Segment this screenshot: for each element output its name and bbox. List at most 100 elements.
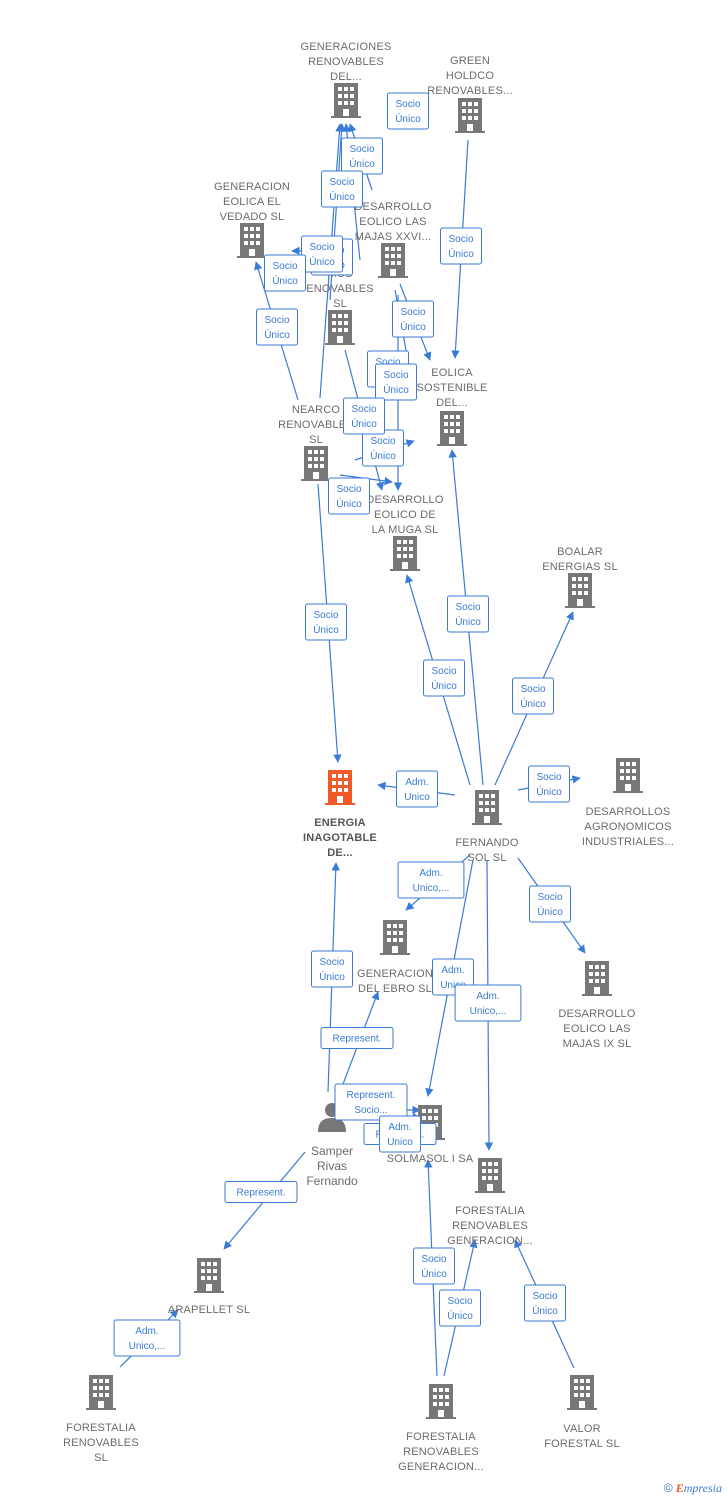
relation-label[interactable]: Represent.Socio... [334, 1083, 408, 1121]
relation-label-text: Unico [404, 792, 430, 803]
company-node[interactable]: MUSENOVABLESSL [306, 268, 374, 345]
node-label-line: DE... [327, 847, 352, 859]
node-label-line: ENERGIA [314, 817, 366, 829]
relation-label-box[interactable] [512, 677, 554, 715]
relation-label-box[interactable] [379, 1115, 421, 1153]
brand-footer[interactable]: © Empresia [664, 1481, 722, 1496]
relation-label-box[interactable] [375, 363, 417, 401]
relation-label[interactable]: Adm.Unico,... [397, 861, 465, 899]
relation-label-box[interactable] [529, 885, 571, 923]
company-node[interactable]: SOLMASOL I SA [387, 1105, 474, 1165]
relation-label-box[interactable] [387, 92, 429, 130]
relation-label-text: Único [329, 190, 355, 203]
relation-label-box[interactable] [256, 308, 298, 346]
edge-lines [119, 123, 586, 1377]
relation-label-box[interactable] [113, 1319, 181, 1357]
relation-label-box[interactable] [334, 1083, 408, 1121]
relation-label-box[interactable] [311, 950, 353, 988]
relation-label[interactable]: Adm.Unico [379, 1115, 421, 1153]
relation-label-text: Único [520, 697, 546, 710]
relation-label[interactable]: Represent. [224, 1181, 298, 1203]
relation-label-box[interactable] [524, 1284, 566, 1322]
relation-label-box[interactable] [264, 254, 306, 292]
relation-label[interactable]: Represent. [320, 1027, 394, 1049]
relation-label-box[interactable] [301, 235, 343, 273]
relation-label-box[interactable] [439, 1289, 481, 1327]
relation-label-box[interactable] [392, 300, 434, 338]
relation-label-text: Único [395, 112, 421, 125]
relation-label[interactable]: Adm.Unico,... [454, 984, 522, 1022]
relation-label-box[interactable] [224, 1181, 298, 1203]
node-label-line: GENERACION... [447, 1235, 533, 1247]
relation-label-box[interactable] [321, 170, 363, 208]
relation-label-box[interactable] [396, 770, 438, 808]
relation-label-text: Socio [400, 307, 425, 318]
company-node[interactable]: FORESTALIARENOVABLESGENERACION... [398, 1384, 484, 1473]
node-label-line: GENERACIONES [300, 41, 391, 53]
relation-label-text: Socio [383, 370, 408, 381]
relation-label-text: Único [536, 785, 562, 798]
node-label-line: SL [94, 1452, 108, 1464]
relation-label-box[interactable] [305, 603, 347, 641]
relation-label-box[interactable] [320, 1027, 394, 1049]
company-node[interactable]: ENERGIAINAGOTABLEDE... [303, 770, 377, 859]
company-node[interactable]: GREENHOLDCORENOVABLES... [427, 55, 513, 133]
relation-label-text: Socio... [354, 1105, 387, 1116]
company-node[interactable]: GENERACIONESRENOVABLESDEL... [300, 41, 391, 118]
relation-label-text: Socio [447, 1296, 472, 1307]
relation-label[interactable]: Adm.Unico [396, 770, 438, 808]
relation-label-box[interactable] [397, 861, 465, 899]
company-node[interactable]: DESARROLLOSAGRONOMICOSINDUSTRIALES... [582, 758, 674, 848]
relation-label-text: Único [447, 1309, 473, 1322]
company-node[interactable]: EOLICASOSTENIBLEDEL... [416, 367, 487, 446]
node-label-line: DESARROLLO [354, 201, 431, 213]
relation-label-text: Único [264, 328, 290, 341]
relation-label-box[interactable] [447, 595, 489, 633]
company-node[interactable]: FORESTALIARENOVABLESGENERACION... [447, 1158, 533, 1247]
relation-label-box[interactable] [413, 1247, 455, 1285]
company-node[interactable]: ARAPELLET SL [168, 1258, 250, 1316]
relation-label-box[interactable] [440, 227, 482, 265]
relation-label-box[interactable] [343, 397, 385, 435]
relation-label-box[interactable] [528, 765, 570, 803]
relation-label[interactable]: Adm.Unico,... [113, 1319, 181, 1357]
relation-label-box[interactable] [454, 984, 522, 1022]
relation-label-box[interactable] [328, 477, 370, 515]
building-icon [86, 1375, 116, 1410]
relation-label-box[interactable] [423, 659, 465, 697]
